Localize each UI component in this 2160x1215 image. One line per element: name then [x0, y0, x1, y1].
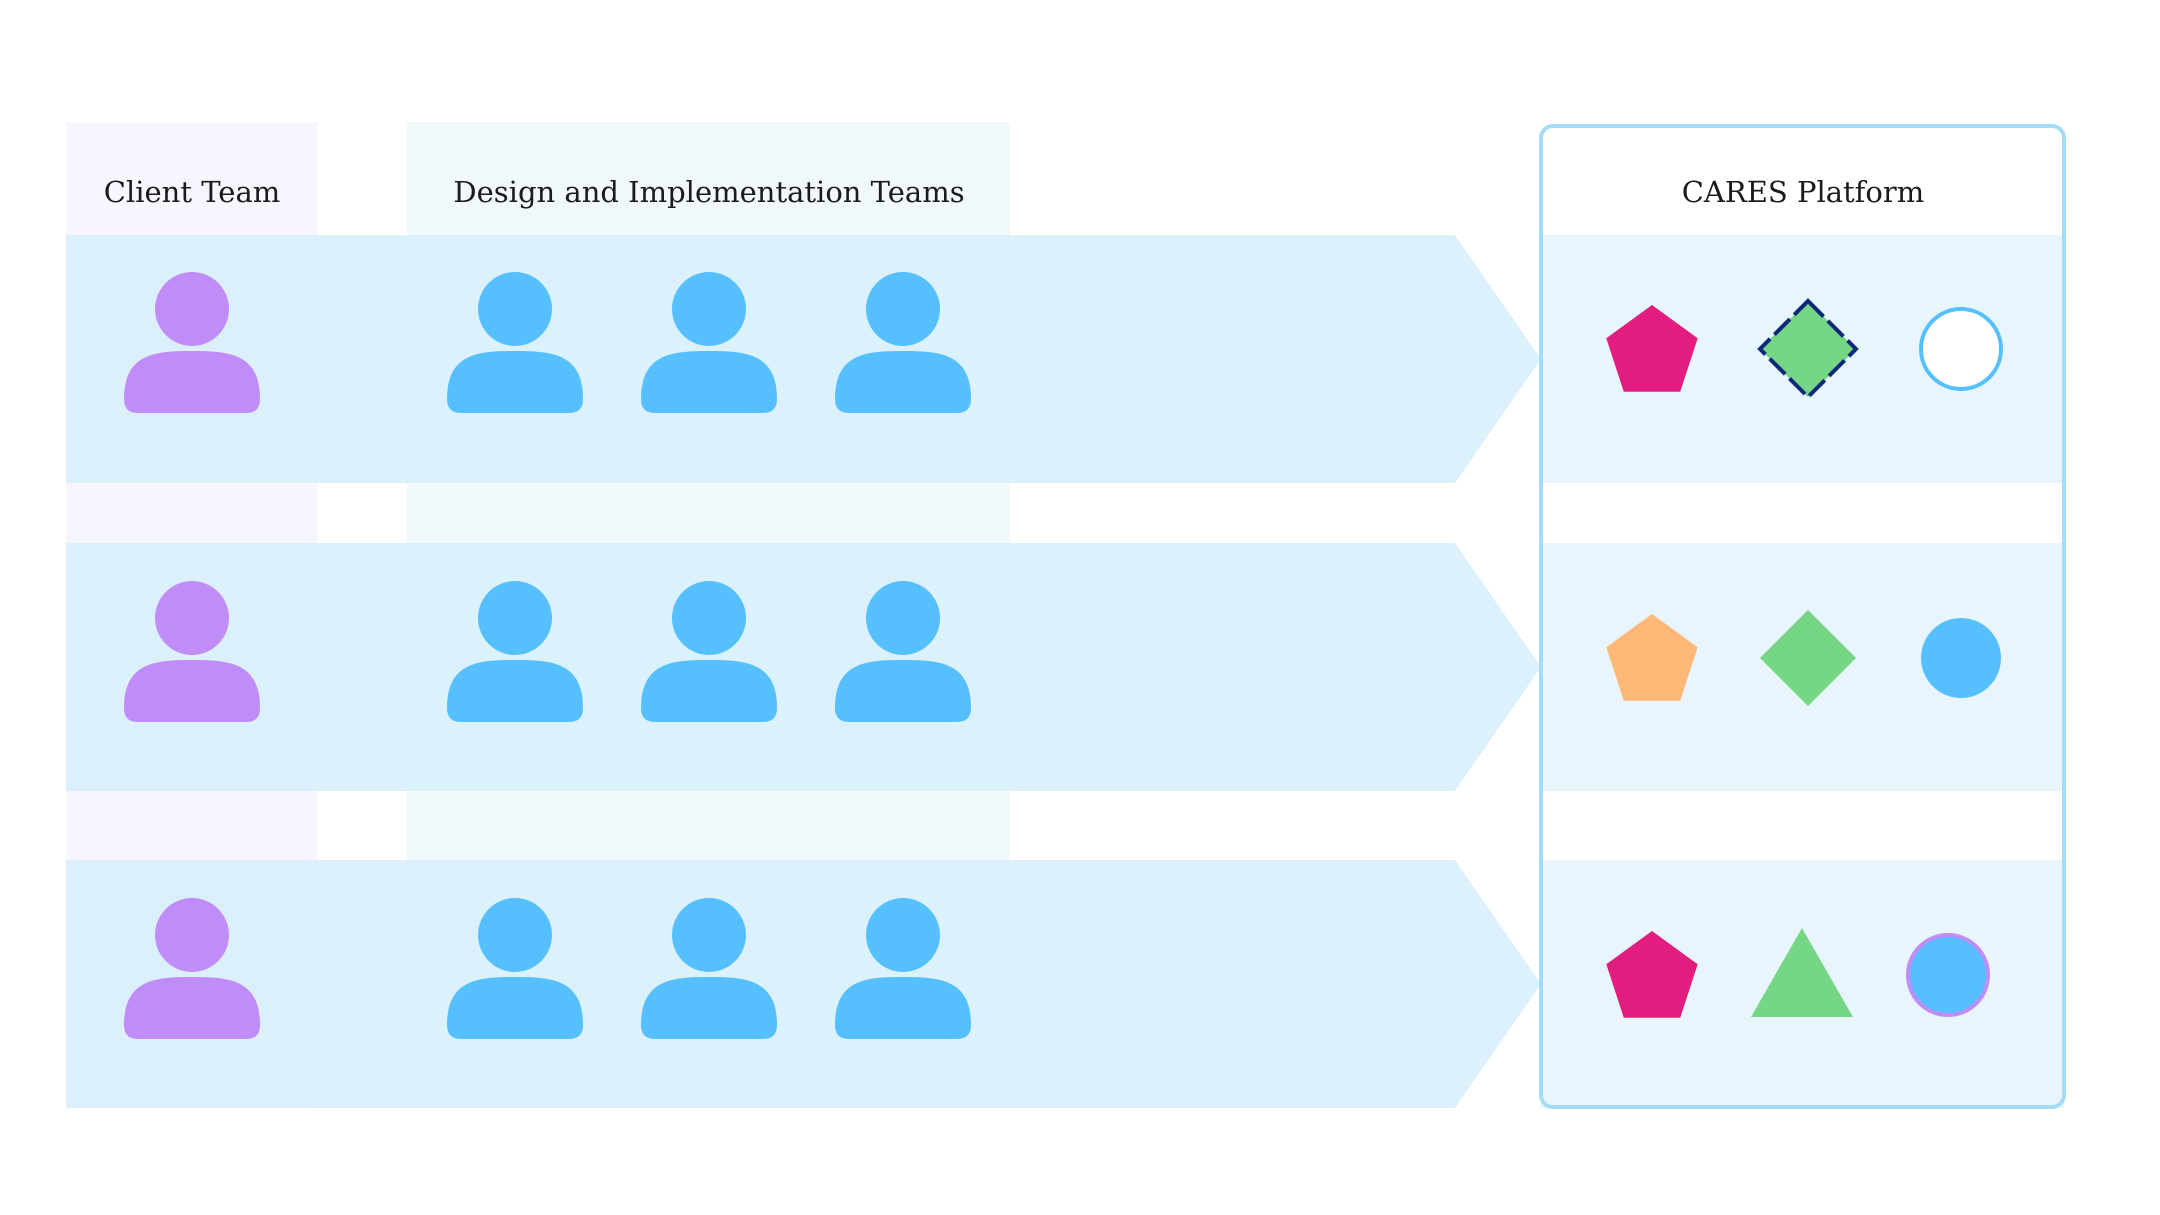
person-icon [835, 272, 971, 413]
person-body [835, 351, 971, 413]
person-body [835, 977, 971, 1039]
person-icon [641, 898, 777, 1039]
row-band-arrow [66, 235, 1541, 483]
person-body [641, 660, 777, 722]
row-band-arrow [66, 543, 1541, 791]
person-head [866, 272, 940, 346]
platform-frame [1539, 124, 2066, 1109]
pentagon-icon [1606, 931, 1698, 1018]
person-head [866, 898, 940, 972]
person-body [447, 977, 583, 1039]
circle-icon [1906, 933, 1990, 1017]
person-head [155, 898, 229, 972]
person-body [124, 660, 260, 722]
person-head [155, 581, 229, 655]
person-body [447, 660, 583, 722]
person-icon [835, 581, 971, 722]
person-head [672, 272, 746, 346]
person-head [478, 898, 552, 972]
diamond-icon [1760, 610, 1856, 706]
person-icon [447, 581, 583, 722]
circle-icon [1921, 618, 2001, 698]
person-head [478, 581, 552, 655]
pentagon-icon [1606, 614, 1698, 701]
person-body [641, 351, 777, 413]
diamond-icon [1757, 298, 1859, 400]
triangle-icon [1751, 928, 1853, 1017]
person-head [672, 581, 746, 655]
circle-outline-icon [1919, 307, 2003, 391]
person-icon [124, 272, 260, 413]
design-teams-header: Design and Implementation Teams [453, 175, 964, 209]
person-icon [447, 898, 583, 1039]
person-icon [447, 272, 583, 413]
row-bands [66, 235, 1541, 1108]
person-head [155, 272, 229, 346]
person-body [124, 977, 260, 1039]
person-icon [835, 898, 971, 1039]
person-head [866, 581, 940, 655]
person-icon [124, 898, 260, 1039]
person-body [835, 660, 971, 722]
person-body [124, 351, 260, 413]
person-head [672, 898, 746, 972]
people-icons [124, 272, 971, 1039]
person-icon [641, 581, 777, 722]
person-head [478, 272, 552, 346]
person-icon [641, 272, 777, 413]
person-body [641, 977, 777, 1039]
platform-shapes [1606, 298, 2003, 1018]
platform-header: CARES Platform [1682, 175, 1925, 209]
person-body [447, 351, 583, 413]
person-icon [124, 581, 260, 722]
row-band-arrow [66, 860, 1541, 1108]
client-team-header: Client Team [104, 175, 281, 209]
pentagon-icon [1606, 305, 1698, 392]
